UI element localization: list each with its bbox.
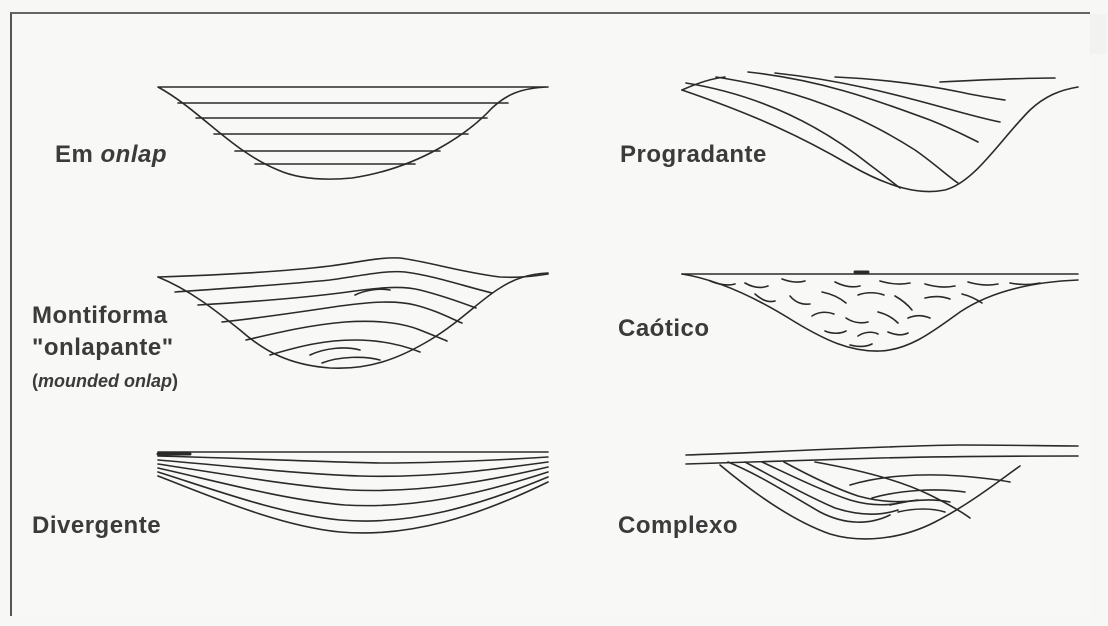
caotico-fragment bbox=[925, 284, 955, 287]
caotico-fragment bbox=[878, 312, 898, 323]
caotico-fragment bbox=[745, 283, 768, 287]
montiforma-layer bbox=[158, 258, 548, 277]
complexo-figure bbox=[686, 445, 1078, 539]
onlap-outline bbox=[158, 87, 548, 179]
caotico-fragment bbox=[822, 292, 846, 303]
progradante-clinoform bbox=[716, 77, 958, 183]
caotico-fragment bbox=[846, 318, 868, 323]
complexo-fill-arc bbox=[890, 500, 950, 505]
complexo-clinoform bbox=[728, 462, 890, 522]
caotico-fragment bbox=[812, 312, 834, 316]
caotico-fragment bbox=[968, 282, 998, 285]
montiforma-base bbox=[158, 273, 548, 368]
progradante-top-line bbox=[940, 78, 1055, 82]
caotico-fragment bbox=[858, 293, 884, 295]
caotico-fragment bbox=[908, 316, 930, 318]
caotico-fragment bbox=[962, 294, 982, 303]
caotico-fragment bbox=[710, 281, 735, 285]
caotico-fragment bbox=[835, 282, 860, 287]
caotico-fragment bbox=[925, 297, 950, 299]
caotico-fragment bbox=[825, 331, 846, 333]
complexo-fill-arc bbox=[872, 490, 965, 498]
caotico-fragment bbox=[782, 279, 805, 282]
caotico-figure bbox=[682, 272, 1078, 351]
complexo-fill-arc bbox=[850, 475, 1010, 485]
divergente-layer bbox=[158, 456, 548, 463]
caotico-fragment bbox=[790, 296, 810, 304]
caotico-fragment bbox=[1010, 283, 1040, 285]
montiforma-inner-arc bbox=[310, 348, 360, 355]
caotico-fragment bbox=[850, 344, 872, 346]
caotico-fragment bbox=[895, 296, 912, 310]
montiforma-inner-arc bbox=[322, 357, 380, 363]
onlap-figure bbox=[158, 87, 548, 179]
divergente-layer bbox=[158, 464, 548, 490]
caotico-fragment bbox=[858, 332, 878, 336]
divergente-figure bbox=[158, 452, 548, 533]
montiforma-layer bbox=[198, 287, 476, 308]
complexo-base bbox=[720, 465, 1020, 539]
montiforma-layer bbox=[246, 321, 447, 341]
caotico-fragment bbox=[880, 281, 910, 284]
complexo-clinoform bbox=[745, 462, 898, 514]
montiforma-figure bbox=[158, 258, 548, 368]
divergente-base bbox=[158, 476, 548, 533]
complexo-fill-arc bbox=[898, 509, 945, 512]
montiforma-layer bbox=[222, 302, 462, 323]
caotico-fragment bbox=[888, 332, 908, 335]
progradante-figure bbox=[682, 72, 1078, 192]
complexo-top bbox=[686, 445, 1078, 455]
